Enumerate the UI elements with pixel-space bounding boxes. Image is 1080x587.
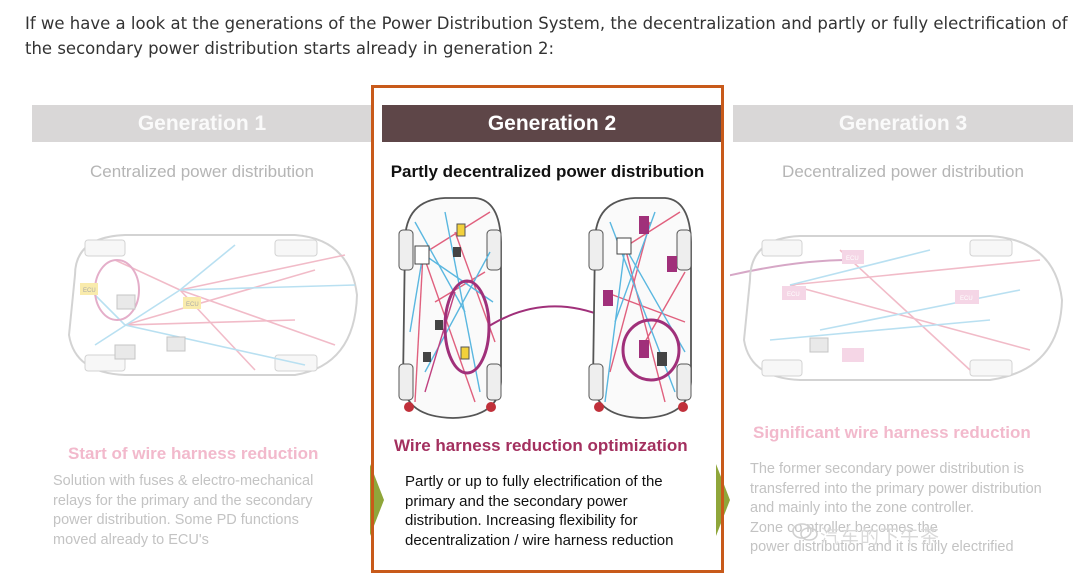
generation-2-highlight-frame xyxy=(371,85,724,573)
generation-2-description: Partly or up to fully electrification of… xyxy=(405,472,705,550)
ecu-label: ECU xyxy=(787,292,800,298)
description-line: moved already to ECU's xyxy=(53,531,209,548)
generation-2-car-diagrams xyxy=(398,197,692,419)
description-line: relays for the primary and the secondary xyxy=(53,492,313,509)
description-line: distribution. Increasing flexibility for xyxy=(405,512,638,529)
ecu-label: ECU xyxy=(846,256,859,262)
generation-2-header: Generation 2 xyxy=(382,105,722,142)
ecu-label: ECU xyxy=(83,288,96,294)
description-line: Partly or up to fully electrification of… xyxy=(405,473,663,490)
generation-1-reduction: Start of wire harness reduction xyxy=(68,444,319,463)
description-line: The former secondary power distribution … xyxy=(750,461,1025,477)
description-line: power distribution and it is fully elect… xyxy=(750,539,1014,555)
ecu-label: ECU xyxy=(186,302,199,308)
description-line: Solution with fuses & electro-mechanical xyxy=(53,473,314,489)
generation-3-car-diagram: ECU ECU ECU xyxy=(730,235,1064,381)
intro-paragraph: If we have a look at the generations of … xyxy=(25,14,1068,58)
watermark-text: 汽车的下午茶 xyxy=(820,526,941,548)
description-line: Zone co ntroller becomes the xyxy=(750,519,938,536)
generation-1-header: Generation 1 xyxy=(32,105,372,142)
description-line: primary and the secondary power xyxy=(405,492,628,510)
generation-1-car-diagram: ECU ECU xyxy=(67,234,359,376)
description-line: transferred into the primary power distr… xyxy=(750,480,1042,497)
generation-3-subtitle: Decentralized power distribution xyxy=(782,162,1024,181)
description-line: and mainly into the zone controller. xyxy=(750,500,975,516)
description-line: power distribution. Some PD functions xyxy=(53,512,299,528)
generation-1-subtitle: Centralized power distribution xyxy=(90,162,314,181)
power-distribution-generations-figure: Generation 1 Generation 2 Generation 3 C… xyxy=(0,80,1080,587)
generation-3-header: Generation 3 xyxy=(733,105,1073,142)
generation-3-reduction: Significant wire harness reduction xyxy=(753,423,1031,442)
generation-1-description: Solution with fuses & electro-mechanical… xyxy=(53,472,363,550)
description-line: decentralization / wire harness reductio… xyxy=(405,531,674,549)
generation-3-description: The former secondary power distribution … xyxy=(750,460,1078,558)
wechat-watermark-icon xyxy=(792,523,818,541)
ecu-label: ECU xyxy=(960,296,973,302)
generation-2-reduction: Wire harness reduction optimization xyxy=(394,436,688,455)
generation-2-subtitle: Partly decentralized power distribution xyxy=(390,162,705,181)
